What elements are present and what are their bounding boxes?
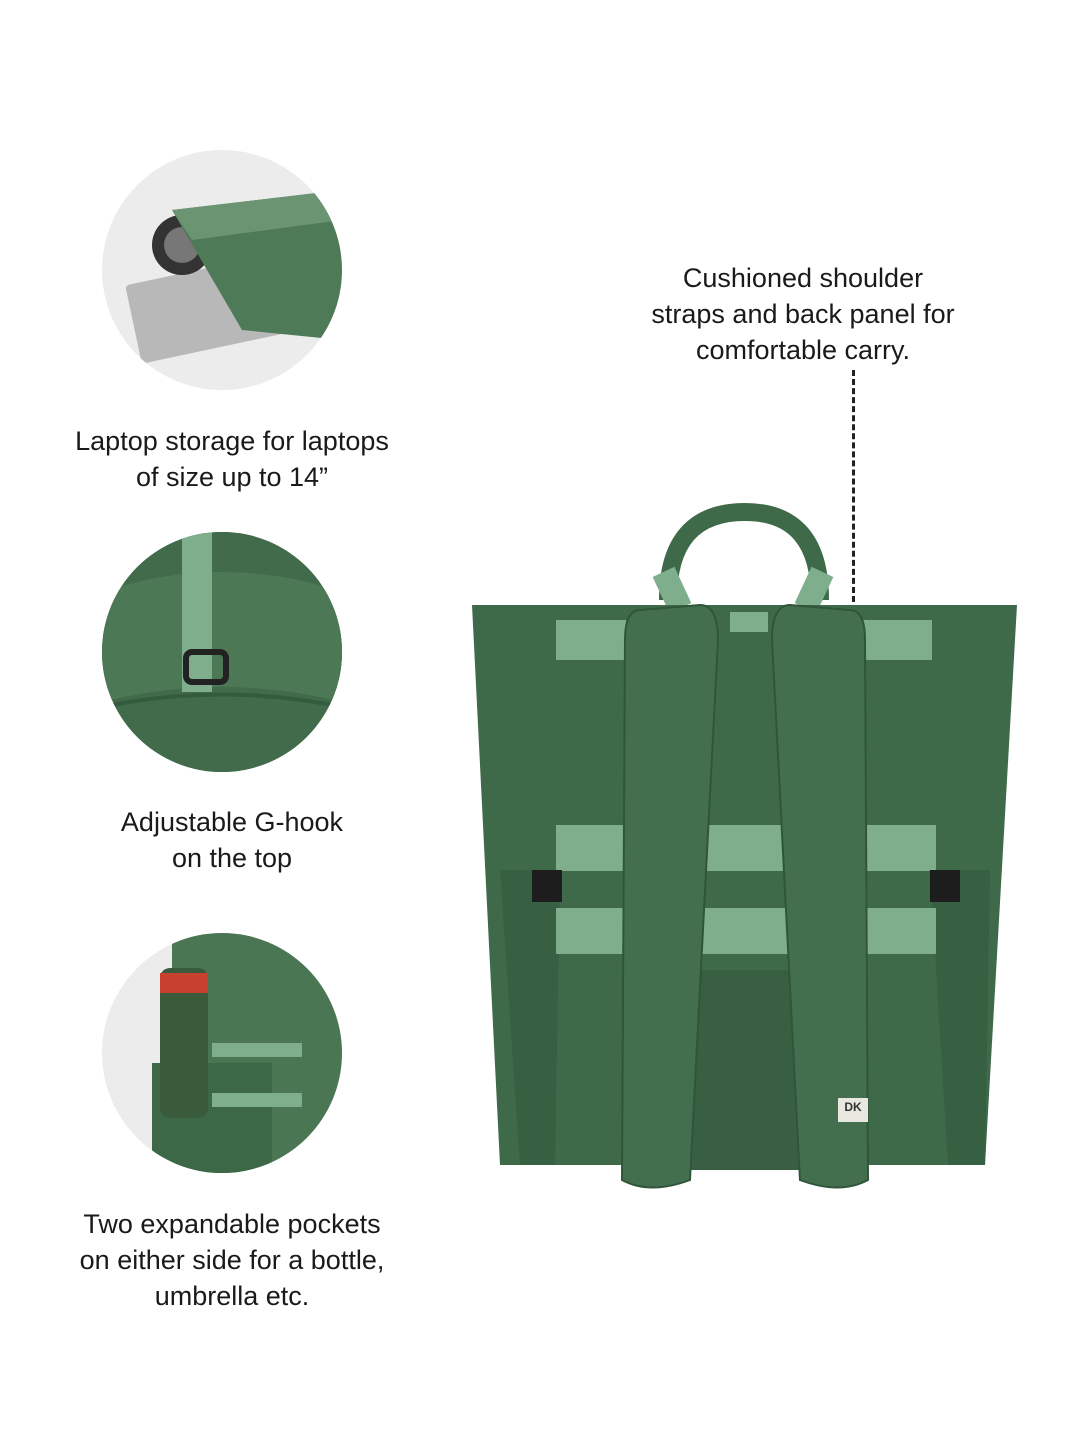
g-hook-caption: Adjustable G-hook on the top — [120, 807, 344, 873]
g-hook-image — [102, 532, 342, 772]
laptop-storage-caption: Laptop storage for laptops of size up to… — [75, 426, 389, 492]
shoulder-straps-caption: Cushioned shoulder straps and back panel… — [651, 263, 955, 365]
g-hook-illustration — [102, 532, 342, 772]
callout-leader-line — [852, 370, 855, 602]
laptop-illustration — [125, 190, 342, 363]
laptop-storage-image — [102, 150, 342, 390]
side-pockets-image — [102, 933, 342, 1173]
brand-tag: DK — [844, 1100, 862, 1114]
side-pockets-caption: Two expandable pockets on either side fo… — [79, 1209, 385, 1311]
pocket-illustration — [152, 933, 342, 1173]
